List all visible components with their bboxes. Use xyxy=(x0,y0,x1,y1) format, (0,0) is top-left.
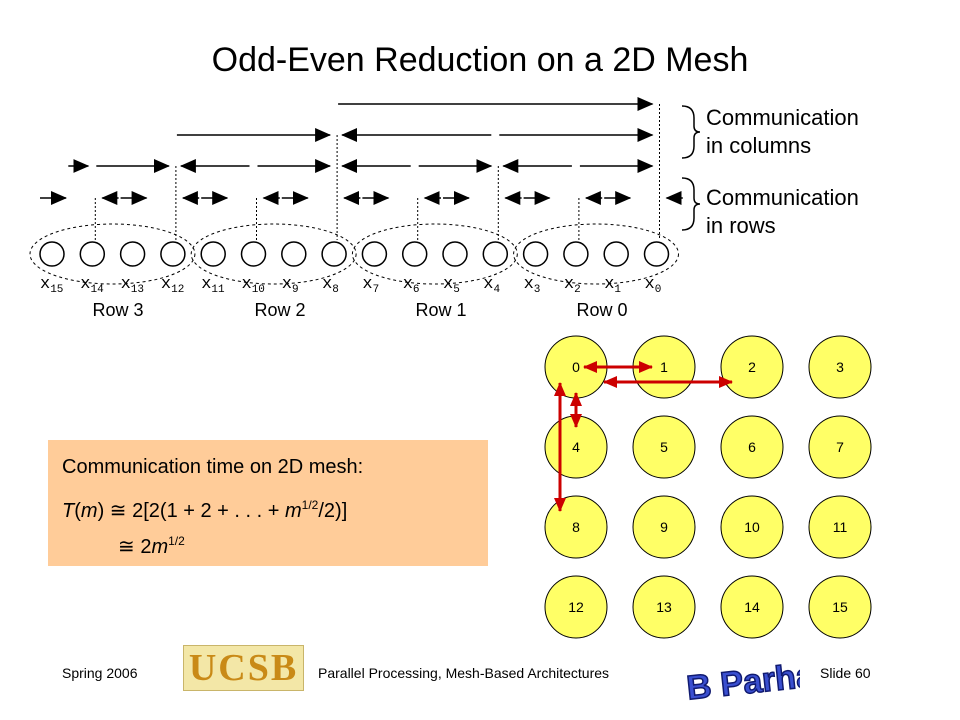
label-communication-rows: Communication in rows xyxy=(706,185,859,238)
x-label: x15 xyxy=(40,275,63,296)
x-label: x11 xyxy=(201,275,225,296)
mesh-node-label: 7 xyxy=(836,439,844,455)
row-group-ellipse xyxy=(513,223,679,285)
processor-circle xyxy=(563,241,589,267)
label-communication-columns: Communication in columns xyxy=(706,105,859,158)
row-label-2: Row 2 xyxy=(254,300,306,320)
processor-circle xyxy=(321,241,347,267)
x-label: x5 xyxy=(443,275,460,296)
mesh-node-label: 12 xyxy=(568,599,584,615)
formula-line-2: ≅ 2m1/2 xyxy=(118,534,185,558)
mesh-node xyxy=(720,575,784,639)
footer-slide-number: Slide 60 xyxy=(820,665,871,681)
formula-line-1: T(m) ≅ 2[2(1 + 2 + . . . + m1/2/2)] xyxy=(62,498,348,522)
processor-circle xyxy=(160,241,186,267)
x-label: x7 xyxy=(362,275,379,296)
mesh-node xyxy=(808,335,872,399)
mesh-node xyxy=(808,575,872,639)
processor-circle xyxy=(79,241,106,267)
x-label: x4 xyxy=(483,275,500,296)
mesh-node xyxy=(808,415,872,479)
row-group-ellipse xyxy=(190,223,357,285)
mesh-node-label: 0 xyxy=(572,359,580,375)
mesh-node-label: 5 xyxy=(660,439,668,455)
x-label: x8 xyxy=(322,275,339,296)
mesh-node-label: 1 xyxy=(660,359,668,375)
mesh-node-label: 10 xyxy=(744,519,760,535)
processor-circle xyxy=(603,241,629,267)
formula-heading: Communication time on 2D mesh: xyxy=(62,456,364,478)
mesh-node-label: 9 xyxy=(660,519,668,535)
x-label: x3 xyxy=(524,275,541,296)
processor-circle xyxy=(482,241,509,267)
processor-circle xyxy=(442,241,468,267)
mesh-node xyxy=(632,415,696,479)
row-group-ellipse xyxy=(29,223,196,285)
processor-circle xyxy=(522,241,549,267)
mesh-node-label: 15 xyxy=(832,599,848,615)
mesh-node-label: 4 xyxy=(572,439,580,455)
row-label-0: Row 0 xyxy=(576,300,628,320)
processor-circle xyxy=(200,241,226,267)
processor-circle xyxy=(643,241,670,267)
x-label: x12 xyxy=(161,275,184,296)
mesh-node xyxy=(544,575,608,639)
row-group-ellipse xyxy=(351,223,518,285)
mesh-node xyxy=(720,415,784,479)
mesh-node xyxy=(808,495,872,559)
mesh-node xyxy=(720,335,784,399)
mesh-node-label: 14 xyxy=(744,599,760,615)
processor-circle xyxy=(39,241,65,267)
reduction-structure: x15 x14 x13 x12 x11 x10 x9 x8 x7 x6 x5 x4 x3 x2 x1 x0 xyxy=(29,97,683,296)
mesh-node-label: 13 xyxy=(656,599,672,615)
brace-rows xyxy=(681,177,701,231)
processor-circle xyxy=(240,241,267,267)
mesh-node xyxy=(632,495,696,559)
x-label: x0 xyxy=(645,275,662,296)
mesh-node xyxy=(720,495,784,559)
x-label: x1 xyxy=(604,275,621,296)
processor-circle xyxy=(119,241,146,267)
svg-text:B Parhami: B Parhami xyxy=(685,652,800,707)
processor-circle xyxy=(401,241,428,267)
row-label-3: Row 3 xyxy=(92,300,144,320)
mesh-node-label: 2 xyxy=(748,359,756,375)
ucsb-logo: UCSB xyxy=(183,645,304,691)
mesh-node-label: 6 xyxy=(748,439,756,455)
x-label: x2 xyxy=(564,275,581,296)
x-label: x14 xyxy=(80,275,104,296)
slide-title: Odd-Even Reduction on a 2D Mesh xyxy=(211,41,749,79)
parhami-logo: B Parhami xyxy=(684,651,800,708)
mesh-node-label: 3 xyxy=(836,359,844,375)
formula-box: Communication time on 2D mesh: T(m) ≅ 2[… xyxy=(48,440,488,566)
row-label-1: Row 1 xyxy=(415,300,467,320)
x-label: x10 xyxy=(242,275,265,296)
processor-circle xyxy=(361,241,388,267)
brace-columns xyxy=(681,105,701,159)
mesh-node-label: 11 xyxy=(833,519,848,535)
x-label: x9 xyxy=(282,275,299,296)
x-label: x13 xyxy=(121,275,144,296)
mesh-node-label: 8 xyxy=(572,519,580,535)
processor-circle xyxy=(281,241,307,267)
mesh-node xyxy=(632,575,696,639)
x-label: x6 xyxy=(403,275,420,296)
footer-date: Spring 2006 xyxy=(62,665,138,681)
footer-course-title: Parallel Processing, Mesh-Based Architec… xyxy=(318,665,610,681)
braces xyxy=(681,105,701,231)
